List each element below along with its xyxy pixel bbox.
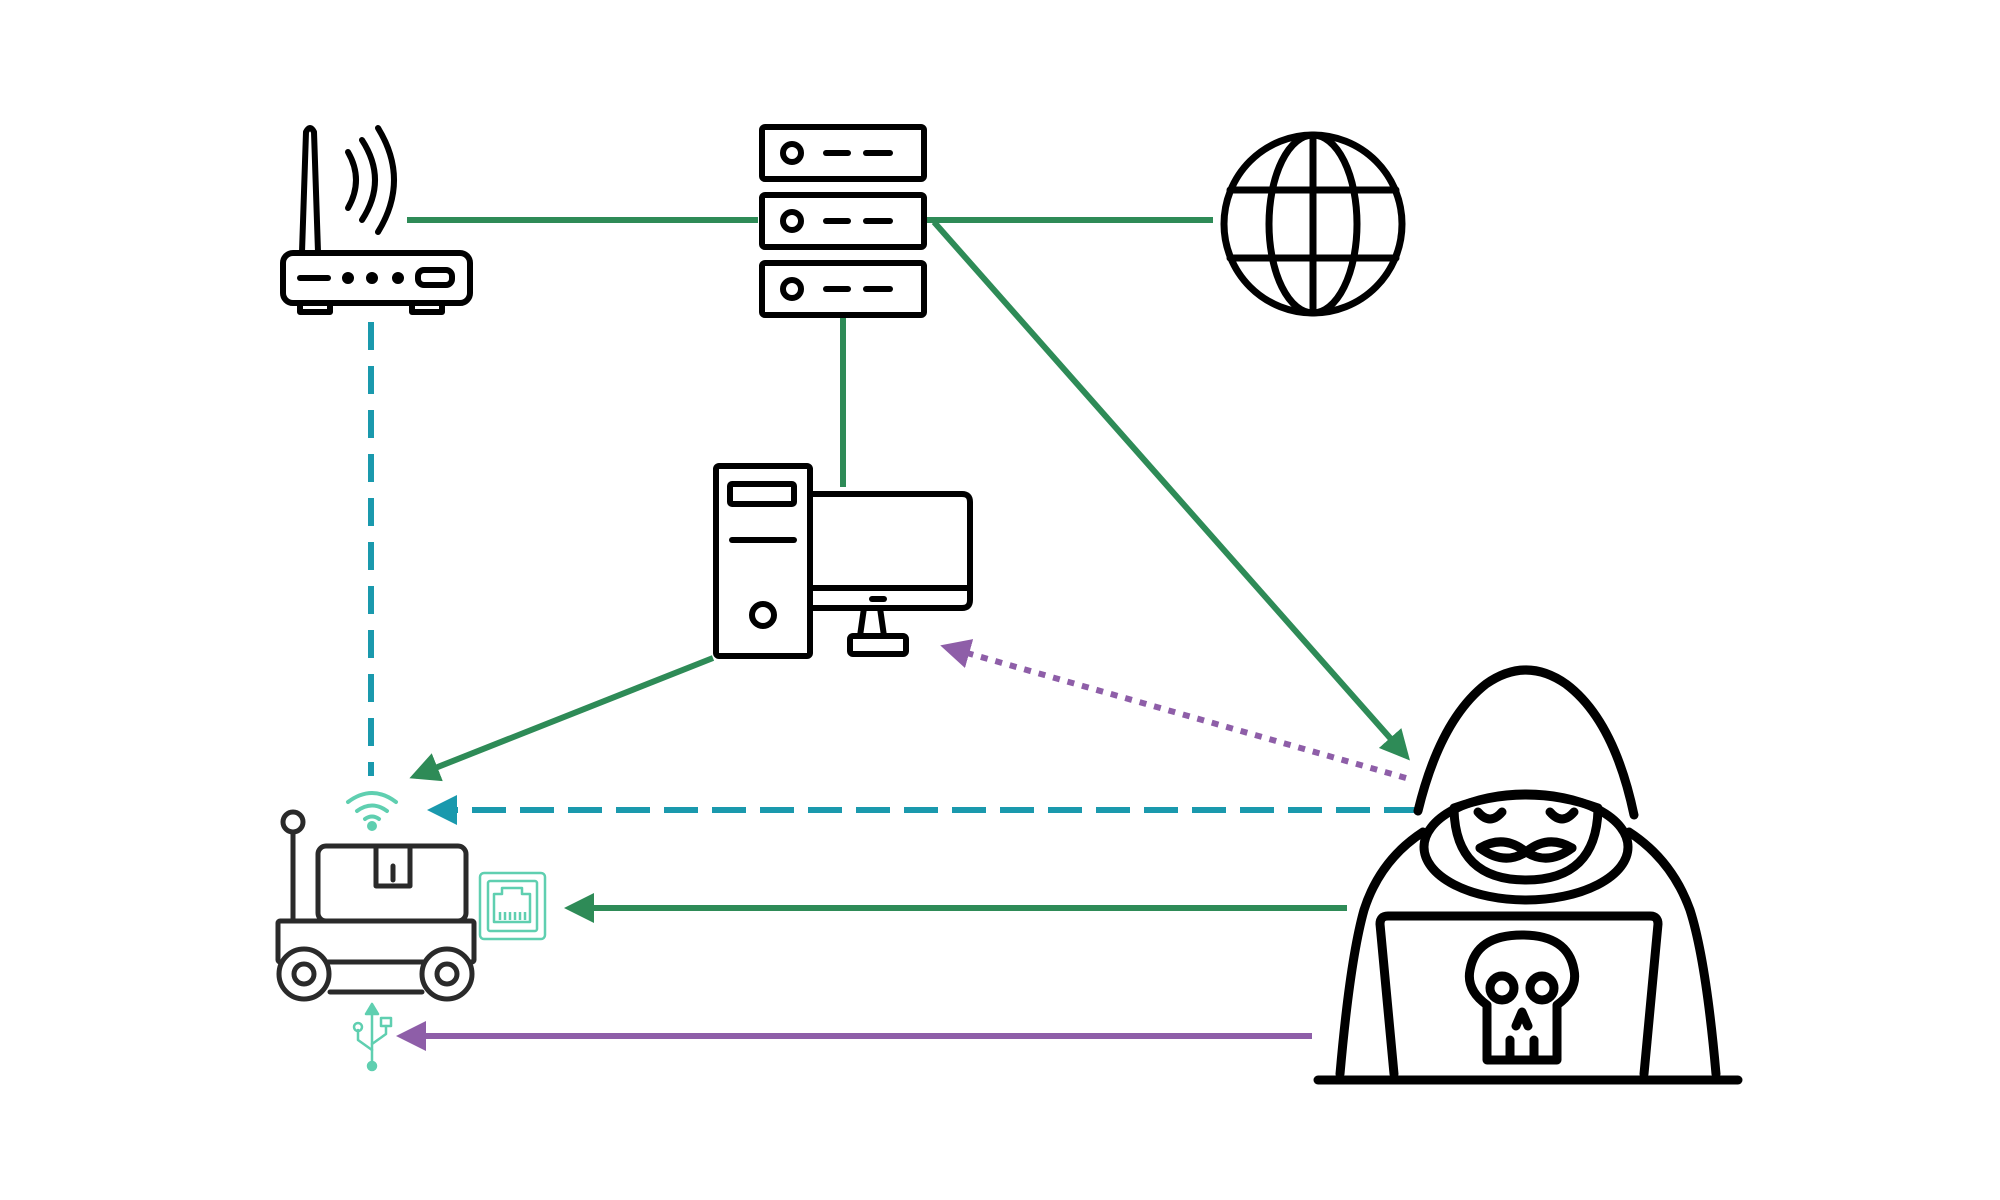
connection-server-attacker [931,220,1410,761]
ethernet-port-icon [478,871,547,941]
connection-workstation-robot [409,655,715,782]
wifi-signal-icon [346,791,398,831]
hooded-hacker-laptop-icon [1313,665,1743,1085]
wifi-router-icon [280,125,473,315]
desktop-computer-icon [713,463,973,659]
connections [368,217,1418,1051]
delivery-robot-icon [275,809,477,1002]
usb-icon [352,1002,393,1072]
connection-attacker-workstation [940,639,1407,781]
server-rack-icon [759,124,927,318]
globe-icon [1220,131,1406,317]
